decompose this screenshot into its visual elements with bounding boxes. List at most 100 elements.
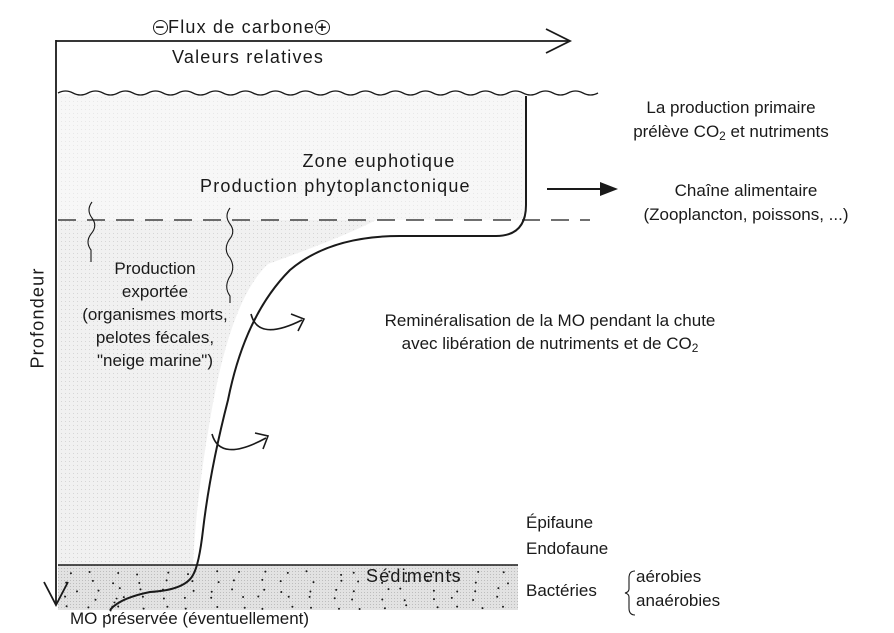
sediment-dot bbox=[118, 587, 121, 590]
sediment-dots bbox=[64, 570, 509, 610]
exported-production-label: Production exportée (organismes morts, p… bbox=[60, 257, 250, 372]
pp-text-pre: prélève CO bbox=[633, 122, 720, 141]
minus-circle-icon: − bbox=[153, 20, 168, 35]
sediment-dot bbox=[497, 587, 500, 590]
sediment-dot bbox=[167, 571, 170, 574]
sediment-dot bbox=[405, 604, 408, 607]
sediment-dot bbox=[308, 595, 311, 598]
x-axis-title-text: Flux de carbone bbox=[168, 17, 316, 37]
sediment-dot bbox=[166, 605, 169, 608]
epifaune-label: Épifaune bbox=[526, 513, 594, 532]
sinking-particles-squiggle-left bbox=[87, 201, 96, 262]
sediment-dot bbox=[457, 579, 460, 581]
sediment-dot bbox=[117, 572, 120, 574]
sediment-dot bbox=[432, 571, 435, 574]
sediment-dot bbox=[450, 596, 453, 599]
sediment-dot bbox=[338, 607, 340, 610]
anaerobies-label: anaérobies bbox=[636, 591, 721, 610]
euphotic-zone-subtitle: Production phytoplanctonique bbox=[200, 176, 471, 196]
euphotic-zone-title: Zone euphotique bbox=[302, 151, 456, 171]
sediment-dot bbox=[436, 606, 439, 609]
sediment-dot bbox=[231, 588, 234, 591]
primary-production-label: La production primaire prélève CO2 et nu… bbox=[606, 96, 856, 144]
sediment-dot bbox=[232, 579, 235, 582]
plus-circle-icon: + bbox=[315, 20, 331, 35]
sediment-dot bbox=[333, 597, 336, 600]
primary-production-line-1: La production primaire bbox=[646, 98, 816, 117]
pp-text-post: et nutriments bbox=[725, 122, 829, 141]
sediment-dot bbox=[449, 573, 452, 576]
sediment-dot bbox=[183, 596, 186, 599]
sediment-dot bbox=[291, 605, 294, 608]
sediment-dot bbox=[76, 590, 78, 593]
sediment-dot bbox=[139, 588, 142, 591]
sediment-dot bbox=[138, 582, 141, 584]
remineralisation-arrowhead-upper bbox=[290, 313, 306, 332]
pp-subscript: 2 bbox=[719, 128, 726, 143]
sediment-dot bbox=[69, 572, 72, 575]
sediment-dot bbox=[184, 607, 187, 610]
sediment-dot bbox=[456, 590, 459, 593]
sediment-dot bbox=[472, 599, 475, 601]
sediment-dot bbox=[502, 605, 504, 608]
sediment-dot bbox=[433, 598, 435, 601]
sediment-dot bbox=[358, 608, 361, 610]
food-chain-line-2: (Zooplancton, poissons, ...) bbox=[643, 205, 849, 224]
sediment-dot bbox=[192, 589, 195, 592]
remineralisation-arrow-upper bbox=[250, 313, 303, 331]
sediment-dot bbox=[162, 597, 165, 600]
sediment-dot bbox=[335, 588, 338, 591]
sediment-dot bbox=[261, 578, 264, 581]
sediment-dot bbox=[191, 580, 194, 583]
preserved-om-label: MO préservée (éventuellement) bbox=[70, 609, 310, 628]
sediment-dot bbox=[474, 581, 477, 584]
sediment-dot bbox=[404, 572, 407, 575]
sediment-dot bbox=[257, 595, 260, 598]
food-chain-line-1: Chaîne alimentaire bbox=[674, 181, 818, 200]
sediment-dot bbox=[187, 573, 189, 576]
sediment-dot bbox=[216, 570, 219, 573]
remineralisation-arrow-lower bbox=[211, 433, 267, 451]
sediment-dot bbox=[305, 570, 308, 573]
sediment-dot bbox=[280, 591, 283, 593]
food-chain-arrowhead bbox=[600, 182, 618, 196]
export-production-area bbox=[58, 220, 376, 565]
sediment-dot bbox=[399, 587, 402, 590]
x-axis-title: −Flux de carbone+ bbox=[153, 17, 331, 38]
sediment-dot bbox=[496, 595, 499, 598]
sediment-dot bbox=[432, 589, 435, 592]
remineralisation-line-1: Reminéralisation de la MO pendant la chu… bbox=[384, 311, 716, 330]
primary-production-line-2: prélève CO2 et nutriments bbox=[606, 120, 856, 144]
remineralisation-label: Reminéralisation de la MO pendant la chu… bbox=[330, 309, 770, 355]
sediment-dot bbox=[210, 596, 213, 599]
carbon-flux-curve bbox=[109, 96, 527, 611]
sediment-dot bbox=[87, 606, 90, 609]
sediment-dot bbox=[142, 607, 145, 610]
remin-subscript: 2 bbox=[691, 340, 699, 355]
sediment-dot bbox=[477, 570, 480, 573]
remineralisation-line-2: avec libération de nutriments et de CO2 bbox=[330, 332, 770, 355]
sediment-dot bbox=[481, 607, 484, 610]
euphotic-zone-area bbox=[58, 94, 526, 220]
sea-surface-wave bbox=[57, 90, 599, 96]
sediment-dot bbox=[279, 580, 282, 583]
sediment-dot bbox=[243, 606, 246, 609]
sediment-dot bbox=[136, 573, 139, 576]
sediment-dot bbox=[388, 570, 391, 573]
sediment-dot bbox=[383, 607, 386, 610]
sediment-dot bbox=[65, 605, 68, 608]
sediment-dot bbox=[112, 582, 115, 585]
sediment-dot bbox=[426, 579, 429, 582]
x-axis-arrowhead bbox=[545, 28, 573, 54]
exported-line-3: (organismes morts, bbox=[82, 305, 228, 324]
sediment-dot bbox=[381, 598, 384, 601]
sediment-dot bbox=[264, 570, 267, 573]
sediment-dot bbox=[210, 590, 213, 593]
sediment-dot bbox=[91, 579, 94, 582]
sediment-dot bbox=[340, 573, 343, 576]
bacteries-label: Bactéries bbox=[526, 581, 597, 600]
sediment-dot bbox=[286, 571, 289, 574]
sediment-dot bbox=[117, 605, 120, 608]
